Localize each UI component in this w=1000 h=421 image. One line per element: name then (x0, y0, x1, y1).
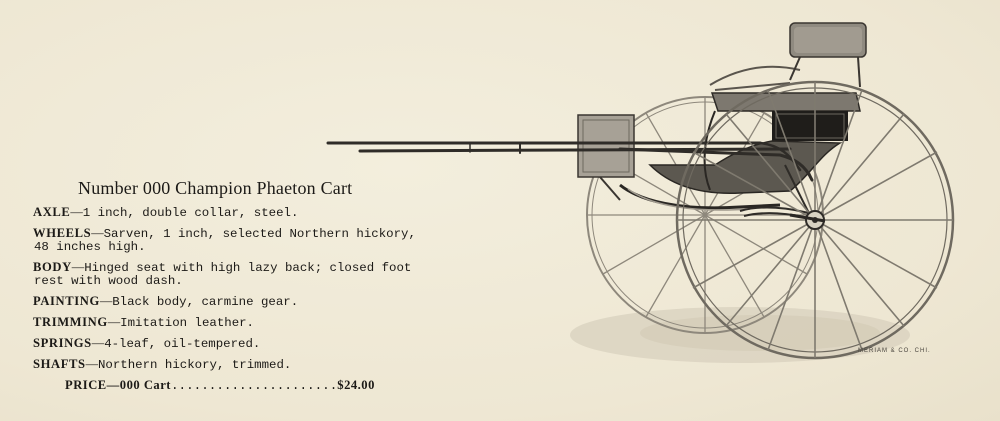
spec-label: TRIMMING (33, 315, 108, 329)
ground-shadow-inner (640, 315, 880, 351)
engraver-credit: MERIAM & CO. CHI. (858, 348, 931, 354)
spec-label: WHEELS (33, 226, 92, 240)
spec-dash: — (70, 205, 83, 219)
price-leader: ...................... (171, 379, 338, 393)
spec-text: 4-leaf, oil-tempered. (104, 337, 261, 351)
spec-text: Black body, carmine gear. (112, 295, 299, 309)
spec-dash: — (91, 226, 104, 240)
spec-dash: — (85, 357, 98, 371)
dashboard (577, 114, 635, 201)
spec-body: BODY—Hinged seat with high lazy back; cl… (33, 261, 463, 288)
spec-dash: — (107, 315, 121, 329)
spec-label: SPRINGS (33, 336, 92, 350)
spec-text: 1 inch, double collar, steel. (82, 206, 299, 220)
price-label: PRICE— (65, 378, 120, 392)
axle (789, 213, 826, 223)
spec-dash: — (99, 294, 113, 308)
spec-wheels: WHEELS—Sarven, 1 inch, selected Northern… (33, 227, 463, 254)
spec-label: BODY (33, 260, 72, 274)
seat-back (709, 22, 867, 91)
spec-text: Hinged seat with high lazy back; closed … (84, 261, 412, 275)
price-item: 000 Cart (119, 378, 171, 392)
spec-dash: — (91, 336, 105, 350)
spec-shafts: SHAFTS—Northern hickory, trimmed. (33, 358, 463, 372)
spec-dash: — (71, 260, 85, 274)
shafts (326, 141, 814, 182)
price-value: $24.00 (337, 378, 375, 392)
spec-text-continued: rest with wood dash. (34, 274, 183, 288)
product-title: Number 000 Champion Phaeton Cart (78, 178, 353, 198)
spec-springs: SPRINGS—4-leaf, oil-tempered. (33, 337, 463, 351)
spec-label: PAINTING (33, 294, 100, 308)
spec-label: AXLE (33, 205, 71, 219)
spec-painting: PAINTING—Black body, carmine gear. (33, 295, 463, 309)
spec-text: Sarven, 1 inch, selected Northern hickor… (103, 227, 416, 241)
spec-text: Northern hickory, trimmed. (97, 358, 292, 372)
spec-text-continued: 48 inches high. (34, 240, 146, 254)
spec-text: Imitation leather. (120, 316, 254, 330)
near-wheel (675, 80, 955, 360)
spec-label: SHAFTS (33, 357, 86, 371)
spec-axle: AXLE—1 inch, double collar, steel. (33, 206, 463, 220)
seat (710, 92, 861, 141)
price-line: PRICE—000 Cart......................$24.… (65, 378, 375, 393)
cart-illustration (326, 22, 955, 363)
spec-list: AXLE—1 inch, double collar, steel. WHEEL… (33, 206, 463, 379)
spec-trimming: TRIMMING—Imitation leather. (33, 316, 463, 330)
